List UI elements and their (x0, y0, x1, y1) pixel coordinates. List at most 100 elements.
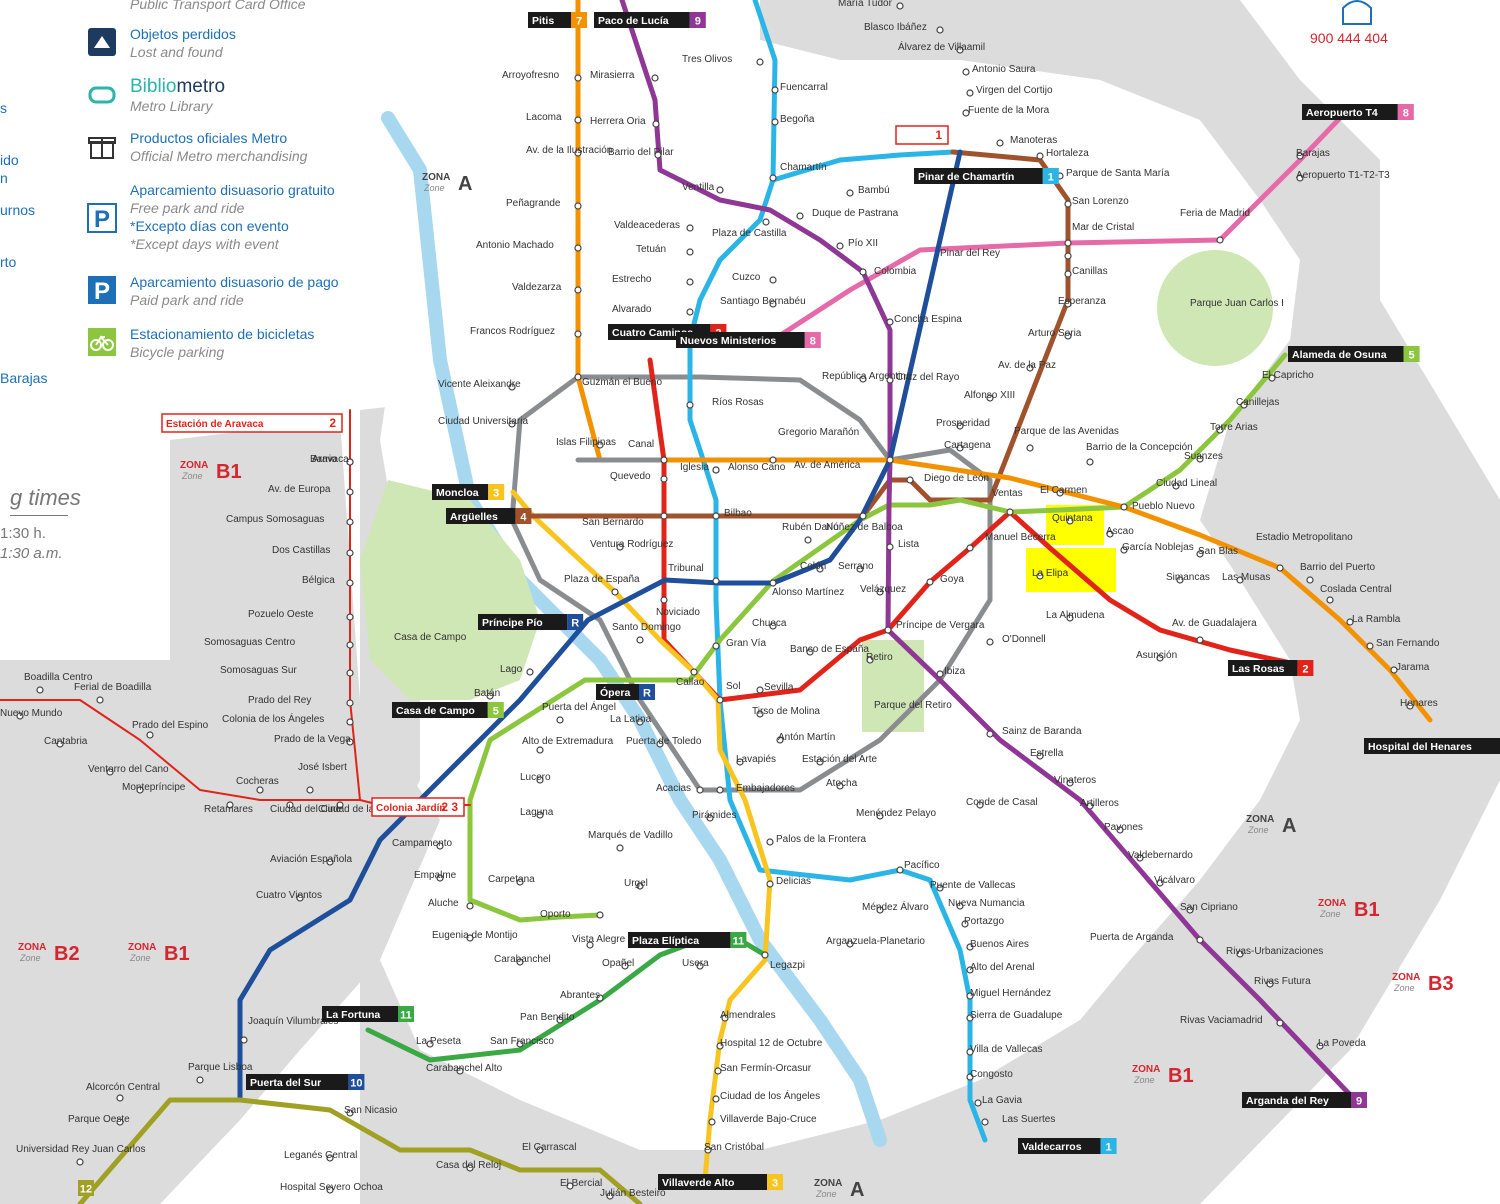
station-label[interactable]: Francos Rodríguez (470, 326, 555, 337)
station-dot[interactable] (966, 966, 974, 974)
station-label[interactable]: Mirasierra (590, 70, 635, 81)
station-label[interactable]: Tribunal (668, 563, 704, 574)
station-label[interactable]: Canillejas (1236, 397, 1279, 408)
station-dot[interactable] (466, 934, 474, 942)
station-dot[interactable] (226, 801, 234, 809)
station-dot[interactable] (886, 543, 894, 551)
station-label[interactable]: Hospital Severo Ochoa (280, 1182, 383, 1193)
station-dot[interactable] (816, 758, 824, 766)
station-label[interactable]: José Isbert (298, 762, 347, 773)
station-dot[interactable] (36, 686, 44, 694)
station-label[interactable]: Parque Oeste (68, 1114, 130, 1125)
station-label[interactable]: San Fermín-Orcasur (720, 1063, 812, 1074)
station-dot[interactable] (536, 1146, 544, 1154)
station-label[interactable]: Simancas (1166, 572, 1210, 583)
station-dot[interactable] (906, 476, 914, 484)
station-dot[interactable] (986, 394, 994, 402)
station-dot[interactable] (859, 512, 867, 520)
station-label[interactable]: San Cristóbal (704, 1142, 764, 1153)
station-label[interactable]: Barrio (310, 454, 337, 465)
station-dot[interactable] (654, 151, 662, 159)
station-dot[interactable] (966, 544, 974, 552)
station-label[interactable]: Chamartín (780, 162, 827, 173)
station-label[interactable]: Banco de España (790, 644, 869, 655)
station-label[interactable]: Colonia de los Ángeles (222, 712, 324, 725)
station-label[interactable]: Palos de la Frontera (776, 834, 866, 845)
station-dot[interactable] (769, 174, 777, 182)
station-label[interactable]: Ascao (1106, 526, 1134, 537)
station-label[interactable]: Vista Alegre (572, 934, 626, 945)
station-label[interactable]: Delicias (776, 876, 811, 887)
station-label[interactable]: San Cipriano (1180, 902, 1238, 913)
station-dot[interactable] (1066, 517, 1074, 525)
station-dot[interactable] (1064, 332, 1072, 340)
station-label[interactable]: Gregorio Marañón (778, 427, 859, 438)
station-label[interactable]: Julián Besteiro (600, 1188, 666, 1199)
station-dot[interactable] (574, 286, 582, 294)
station-dot[interactable] (574, 116, 582, 124)
station-label[interactable]: Congosto (970, 1069, 1013, 1080)
station-dot[interactable] (256, 786, 264, 794)
station-dot[interactable] (574, 244, 582, 252)
station-label[interactable]: Torre Arias (1210, 422, 1258, 433)
station-dot[interactable] (1006, 508, 1014, 516)
station-label[interactable]: Serrano (838, 561, 874, 572)
station-label[interactable]: Ventas (992, 488, 1023, 499)
station-dot[interactable] (966, 89, 974, 97)
station-dot[interactable] (1116, 826, 1124, 834)
station-dot[interactable] (736, 758, 744, 766)
station-dot[interactable] (884, 626, 892, 634)
station-dot[interactable] (136, 786, 144, 794)
station-dot[interactable] (1036, 152, 1044, 160)
station-dot[interactable] (536, 776, 544, 784)
station-label[interactable]: Alonso Cano (728, 462, 786, 473)
station-dot[interactable] (762, 218, 770, 226)
station-label[interactable]: Ciudad de los Ángeles (720, 1089, 820, 1102)
station-dot[interactable] (836, 782, 844, 790)
station-dot[interactable] (896, 866, 904, 874)
station-label[interactable]: Barrio de la Concepción (1086, 442, 1193, 453)
station-label[interactable]: Begoña (780, 114, 815, 125)
station-dot[interactable] (712, 1095, 720, 1103)
station-label[interactable]: Esperanza (1058, 296, 1106, 307)
station-dot[interactable] (1176, 576, 1184, 584)
station-dot[interactable] (712, 642, 720, 650)
station-label[interactable]: Abrantes (560, 990, 600, 1001)
station-dot[interactable] (936, 884, 944, 892)
station-dot[interactable] (769, 456, 777, 464)
station-dot[interactable] (660, 512, 668, 520)
station-dot[interactable] (636, 718, 644, 726)
station-label[interactable]: Acacias (656, 783, 691, 794)
station-label[interactable]: Chueca (752, 618, 787, 629)
station-dot[interactable] (714, 1067, 722, 1075)
station-label[interactable]: Pueblo Nuevo (1132, 501, 1195, 512)
station-dot[interactable] (616, 543, 624, 551)
station-label[interactable]: Miguel Hernández (970, 988, 1051, 999)
station-label[interactable]: Cartagena (944, 440, 991, 451)
station-dot[interactable] (1346, 618, 1354, 626)
station-label[interactable]: María Tudor (838, 0, 893, 9)
station-label[interactable]: Casa del Reloj (436, 1160, 501, 1171)
station-dot[interactable] (756, 686, 764, 694)
station-dot[interactable] (1066, 614, 1074, 622)
station-label[interactable]: La Almudena (1046, 610, 1105, 621)
station-label[interactable]: Ferial de Boadilla (74, 682, 152, 693)
station-dot[interactable] (1196, 455, 1204, 463)
station-label[interactable]: Parque del Retiro (874, 700, 952, 711)
station-dot[interactable] (986, 638, 994, 646)
station-dot[interactable] (346, 579, 354, 587)
station-label[interactable]: Suanzes (1184, 451, 1223, 462)
station-dot[interactable] (16, 712, 24, 720)
station-dot[interactable] (696, 962, 704, 970)
station-dot[interactable] (926, 578, 934, 586)
station-label[interactable]: Guzmán el Bueno (582, 377, 662, 388)
station-label[interactable]: Carabanchel Alto (426, 1063, 503, 1074)
station-dot[interactable] (346, 458, 354, 466)
station-dot[interactable] (1156, 879, 1164, 887)
station-dot[interactable] (346, 488, 354, 496)
station-label[interactable]: Atocha (826, 778, 858, 789)
